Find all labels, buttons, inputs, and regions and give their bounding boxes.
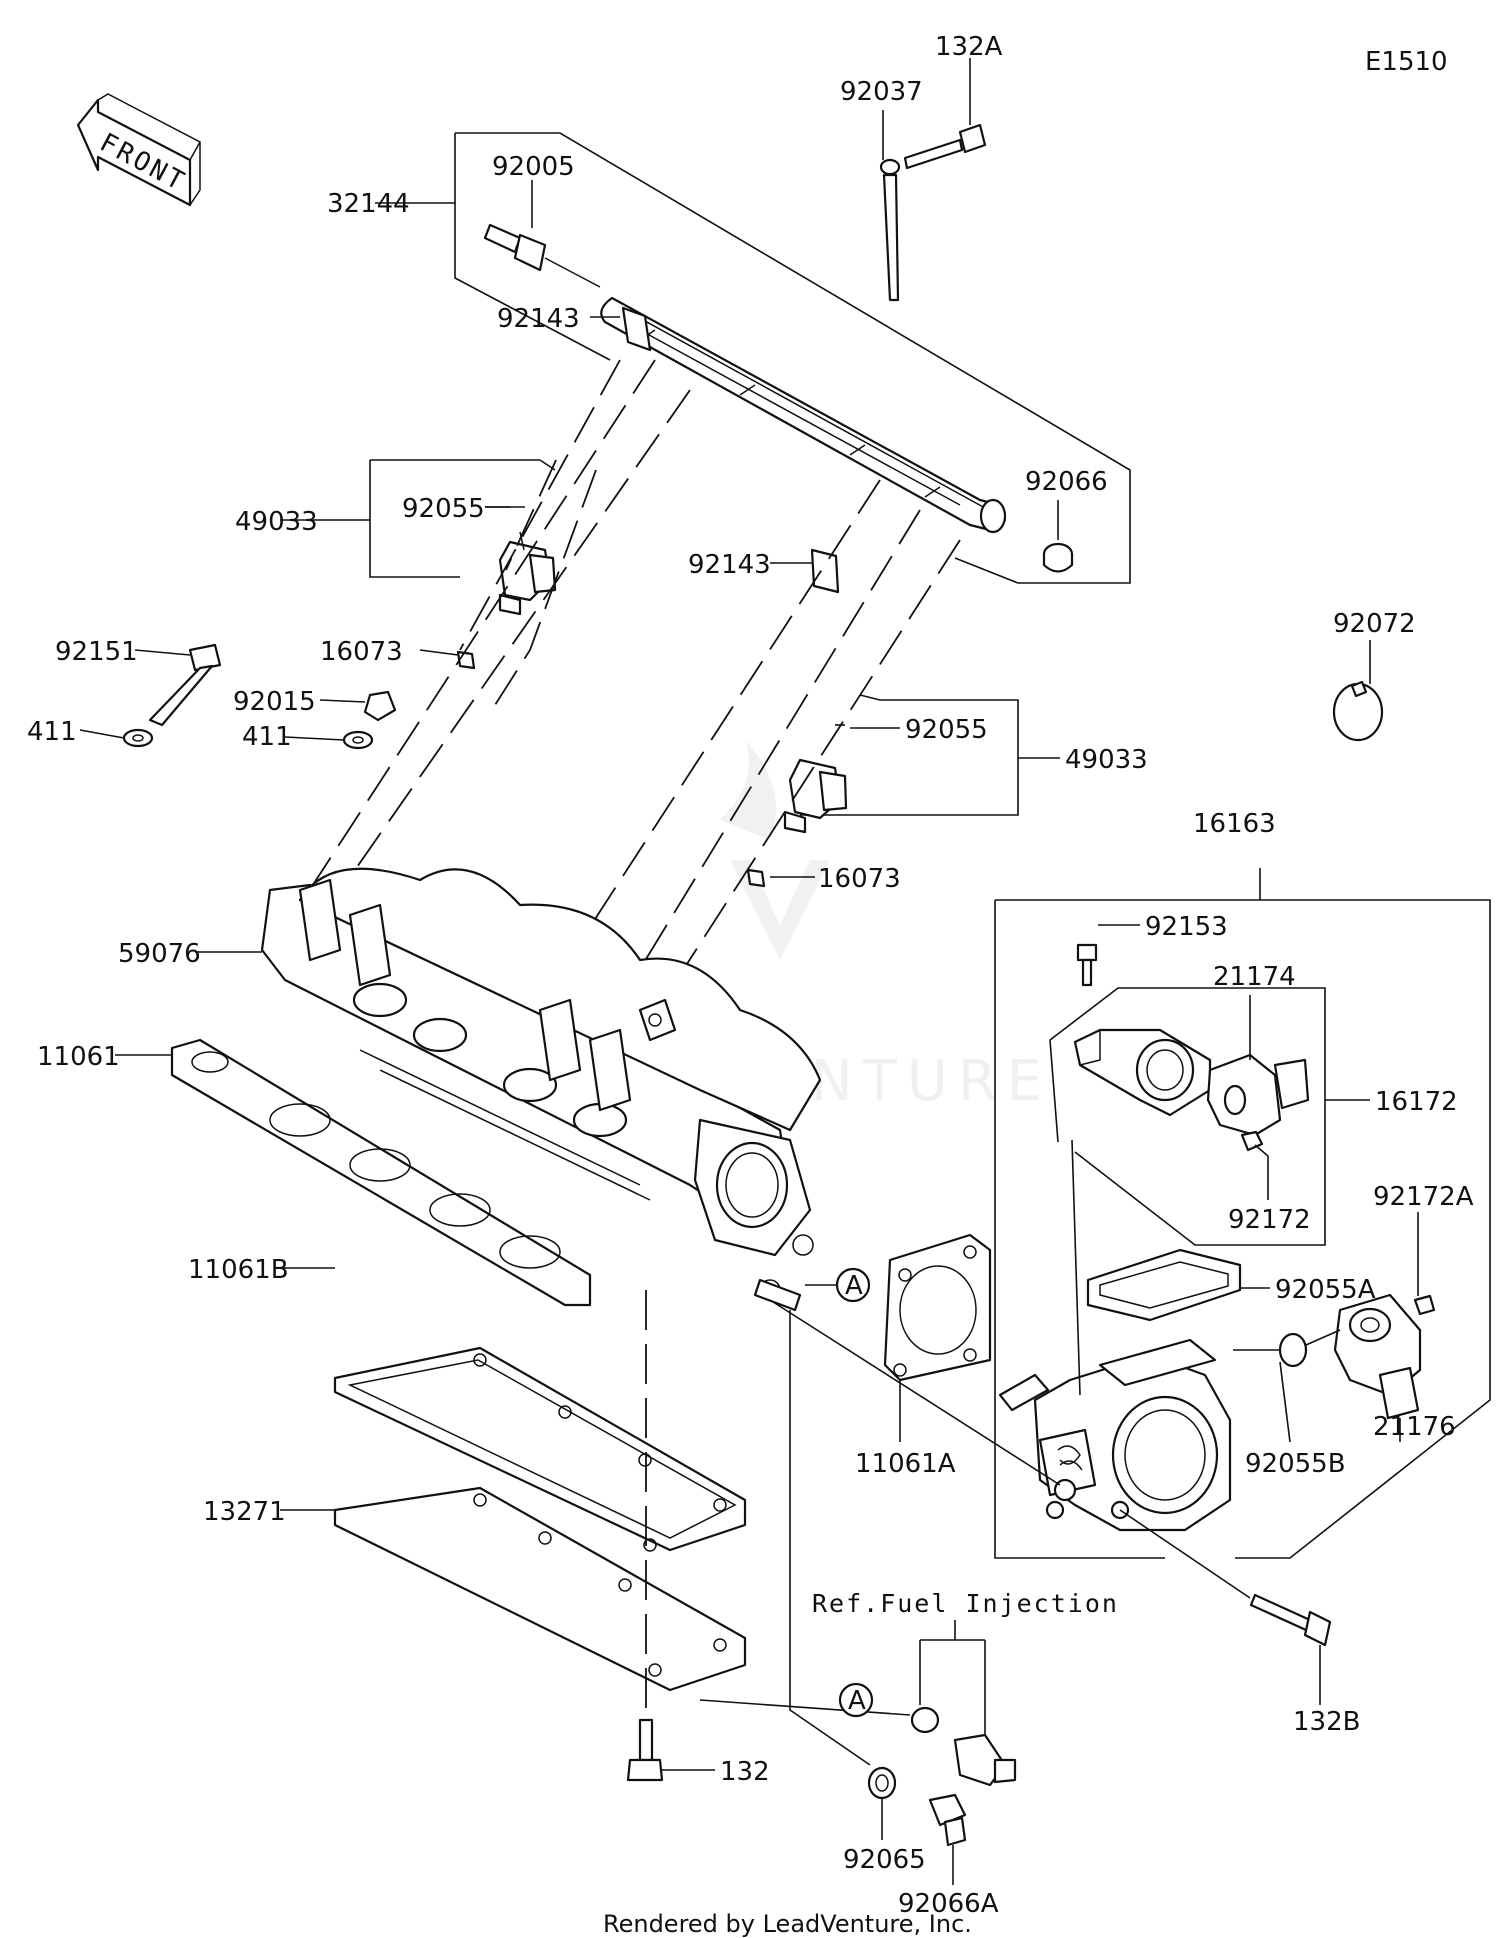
injector-49033-right (783, 758, 848, 834)
part-label-132: 132 (720, 1757, 770, 1787)
bolt-132A (903, 123, 987, 170)
part-label-16172: 16172 (1375, 1087, 1458, 1117)
fuel-fitting-92005 (483, 223, 601, 288)
fuel-rail (600, 296, 1007, 534)
part-label-92153: 92153 (1145, 912, 1228, 942)
washer-411-right (342, 730, 374, 750)
part-labels: 132A 92037 92005 32144 92143 92066 49033… (27, 32, 1474, 1919)
part-label-32144: 32144 (327, 189, 410, 219)
nut-92015 (363, 690, 397, 722)
oring-92055B (1278, 1332, 1308, 1368)
throttle-position-sensor-21176 (1333, 1293, 1422, 1420)
bolt-132B (1249, 1593, 1332, 1647)
part-label-92066: 92066 (1025, 467, 1108, 497)
part-label-21176: 21176 (1373, 1412, 1456, 1442)
part-label-92143-top: 92143 (497, 304, 580, 334)
clip-strap-92037 (879, 158, 901, 302)
washer-411-left (122, 728, 154, 748)
part-label-92172A: 92172A (1373, 1182, 1474, 1212)
part-label-16073-right: 16073 (818, 864, 901, 894)
part-label-92055-right: 92055 (905, 715, 988, 745)
ref-fuel-injection-sensor (910, 1706, 1017, 1787)
callout-a-upper: A (835, 1267, 871, 1303)
gasket-92055A (1086, 1248, 1242, 1322)
part-label-49033-left: 49033 (235, 507, 318, 537)
leader-lines (79, 58, 1419, 1885)
callout-a-text: A (845, 1271, 863, 1301)
bolt-92151 (148, 643, 222, 727)
part-label-132B: 132B (1293, 1707, 1360, 1737)
part-label-11061: 11061 (37, 1042, 120, 1072)
part-label-16163: 16163 (1193, 809, 1276, 839)
cap-92066 (1042, 542, 1074, 573)
part-label-21174: 21174 (1213, 962, 1296, 992)
part-label-92151: 92151 (55, 637, 138, 667)
part-label-92072: 92072 (1333, 609, 1416, 639)
gasket-11061B (333, 1346, 747, 1552)
bolt-132 (626, 1718, 664, 1782)
diagram-code: E1510 (1365, 47, 1448, 77)
part-label-92055A: 92055A (1275, 1275, 1376, 1305)
screw-92153 (1076, 943, 1098, 987)
part-label-49033-right: 49033 (1065, 745, 1148, 775)
part-label-92015: 92015 (233, 687, 316, 717)
part-label-92055B: 92055B (1245, 1449, 1346, 1479)
part-label-11061B: 11061B (188, 1255, 289, 1285)
part-label-411-left: 411 (27, 717, 77, 747)
gasket-11061A (883, 1233, 992, 1382)
callout-a-text: A (848, 1686, 866, 1716)
fuel-rail-group-outline (454, 132, 1131, 584)
part-label-132A: 132A (935, 32, 1003, 62)
part-label-59076: 59076 (118, 939, 201, 969)
part-label-16073-left: 16073 (320, 637, 403, 667)
plate-13271 (333, 1486, 747, 1692)
part-label-13271: 13271 (203, 1497, 286, 1527)
plug-92066A (928, 1793, 967, 1847)
part-label-92065: 92065 (843, 1845, 926, 1875)
intake-manifold-59076 (260, 867, 822, 1312)
oring-16073-right (746, 868, 766, 888)
callout-a-lower: A (838, 1682, 874, 1718)
injector-49033-left (498, 531, 557, 616)
screw-92172 (1240, 1130, 1269, 1157)
part-label-92066A: 92066A (898, 1889, 999, 1919)
part-label-411-right: 411 (242, 722, 292, 752)
housing-21174 (1073, 1028, 1212, 1117)
idle-speed-control-valve (1206, 1053, 1310, 1137)
part-label-92143-mid: 92143 (688, 550, 771, 580)
collar-92143-mid (810, 548, 840, 594)
ref-fuel-injection-note: Ref.Fuel Injection (812, 1589, 1119, 1618)
screw-92172A (1413, 1294, 1436, 1316)
gasket-11061 (170, 1038, 592, 1307)
throttle-body-group-outline (994, 899, 1491, 1559)
front-arrow-icon: FRONT (76, 93, 201, 207)
part-label-92037: 92037 (840, 77, 923, 107)
throttle-body (998, 1338, 1232, 1532)
part-label-92005: 92005 (492, 152, 575, 182)
collar-92143-top (621, 306, 652, 352)
hose-clamp-92072 (1332, 680, 1384, 742)
washer-92065 (867, 1766, 897, 1800)
part-label-92055-left: 92055 (402, 494, 485, 524)
part-label-11061A: 11061A (855, 1449, 956, 1479)
part-label-92172: 92172 (1228, 1205, 1311, 1235)
footer-credit: Rendered by LeadVenture, Inc. (603, 1910, 972, 1938)
